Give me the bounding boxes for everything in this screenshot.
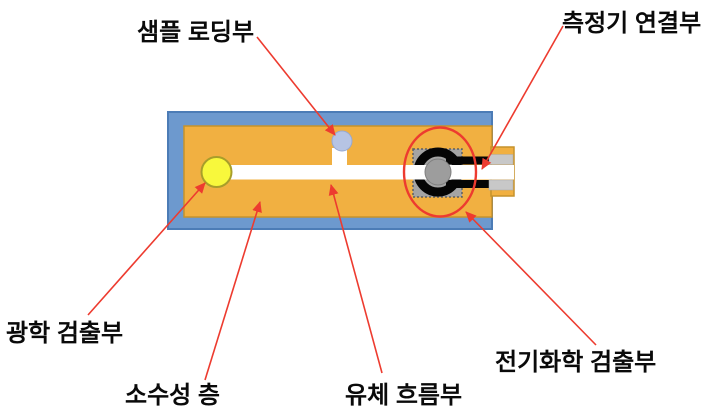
arrow-optical-detection (87, 182, 206, 316)
optical-detector (200, 156, 233, 188)
connector-pin-top (488, 154, 514, 165)
label-electrochemical-detection: 전기화학 검출부 (495, 349, 657, 376)
sample-loading-port (331, 130, 353, 152)
working-electrode (424, 158, 452, 186)
arrow-meter-connection (481, 25, 564, 170)
connector-pin-bottom (488, 179, 514, 191)
electrode-lead-bottom (446, 180, 490, 188)
arrow-sample-loading (256, 36, 336, 136)
label-optical-detection: 광학 검출부 (6, 320, 124, 347)
arrow-fluid-flow (328, 184, 383, 374)
electrochemical-highlight-ellipse (402, 126, 478, 218)
arrow-electrochemical-detection (465, 211, 597, 346)
label-fluid-flow: 유체 흐름부 (345, 382, 463, 409)
arrow-hydrophobic-layer (204, 201, 262, 381)
electrode-lead-top (446, 156, 490, 165)
fluid-channel (216, 165, 514, 180)
label-hydrophobic-layer: 소수성 층 (125, 382, 220, 409)
label-sample-loading: 샘플 로딩부 (137, 19, 255, 46)
label-meter-connection: 측정기 연결부 (562, 10, 702, 37)
sample-inlet-channel (332, 148, 347, 170)
